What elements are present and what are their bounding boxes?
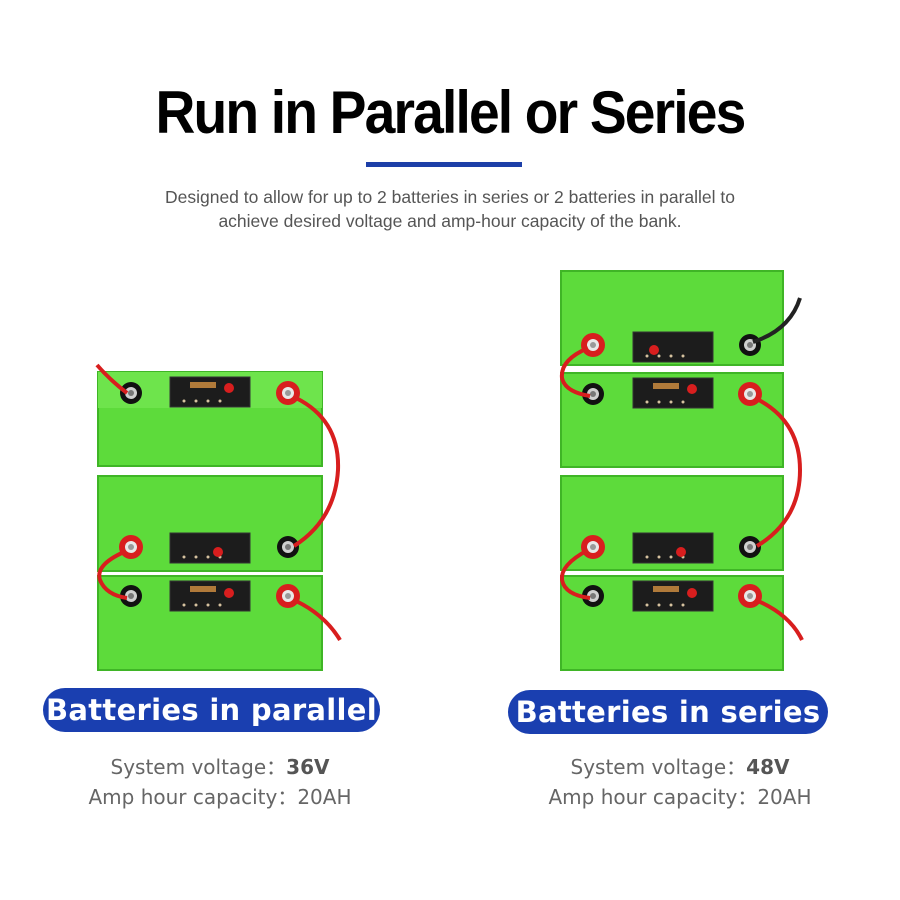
subtitle-line-2: achieve desired voltage and amp-hour cap… bbox=[218, 211, 682, 231]
title-underline bbox=[366, 162, 522, 167]
series-capacity-label: Amp hour capacity： bbox=[548, 785, 758, 809]
series-cable-4 bbox=[757, 599, 804, 641]
series-cable-3 bbox=[559, 548, 591, 600]
series-voltage-label: System voltage： bbox=[570, 755, 747, 779]
series-capacity-row: Amp hour capacity：20AH bbox=[500, 782, 860, 812]
parallel-capacity-row: Amp hour capacity：20AH bbox=[40, 782, 400, 812]
page-subtitle: Designed to allow for up to 2 batteries … bbox=[100, 185, 800, 233]
subtitle-line-1: Designed to allow for up to 2 batteries … bbox=[164, 187, 736, 207]
parallel-battery-1 bbox=[97, 371, 323, 467]
series-label-badge: Batteries in series bbox=[508, 690, 828, 734]
series-specs: System voltage：48V Amp hour capacity：20A… bbox=[500, 752, 860, 812]
parallel-cable-left bbox=[97, 550, 128, 600]
parallel-battery-stack bbox=[95, 363, 342, 671]
parallel-voltage-label: System voltage： bbox=[110, 755, 287, 779]
series-battery-2 bbox=[560, 372, 784, 468]
parallel-capacity-label: Amp hour capacity： bbox=[88, 785, 298, 809]
parallel-voltage-row: System voltage：36V bbox=[40, 752, 400, 782]
series-cable-2 bbox=[754, 396, 803, 548]
parallel-cable-right bbox=[292, 396, 341, 548]
page-title: Run in Parallel or Series bbox=[155, 79, 746, 146]
series-battery-3 bbox=[560, 475, 784, 571]
series-battery-4 bbox=[560, 575, 784, 671]
series-cable-black bbox=[752, 297, 802, 344]
series-capacity-value: 20AH bbox=[757, 785, 812, 809]
series-cable-1 bbox=[559, 346, 591, 398]
series-battery-stack bbox=[559, 270, 804, 671]
series-voltage-row: System voltage：48V bbox=[500, 752, 860, 782]
parallel-battery-3 bbox=[97, 575, 323, 671]
parallel-voltage-value: 36V bbox=[286, 755, 330, 779]
parallel-battery-2 bbox=[97, 475, 323, 572]
series-battery-1 bbox=[560, 270, 784, 366]
parallel-cable-bottom bbox=[295, 599, 342, 642]
parallel-label-badge: Batteries in parallel bbox=[43, 688, 380, 732]
parallel-specs: System voltage：36V Amp hour capacity：20A… bbox=[40, 752, 400, 812]
series-voltage-value: 48V bbox=[746, 755, 790, 779]
parallel-capacity-value: 20AH bbox=[297, 785, 352, 809]
parallel-cable-top bbox=[95, 363, 129, 395]
